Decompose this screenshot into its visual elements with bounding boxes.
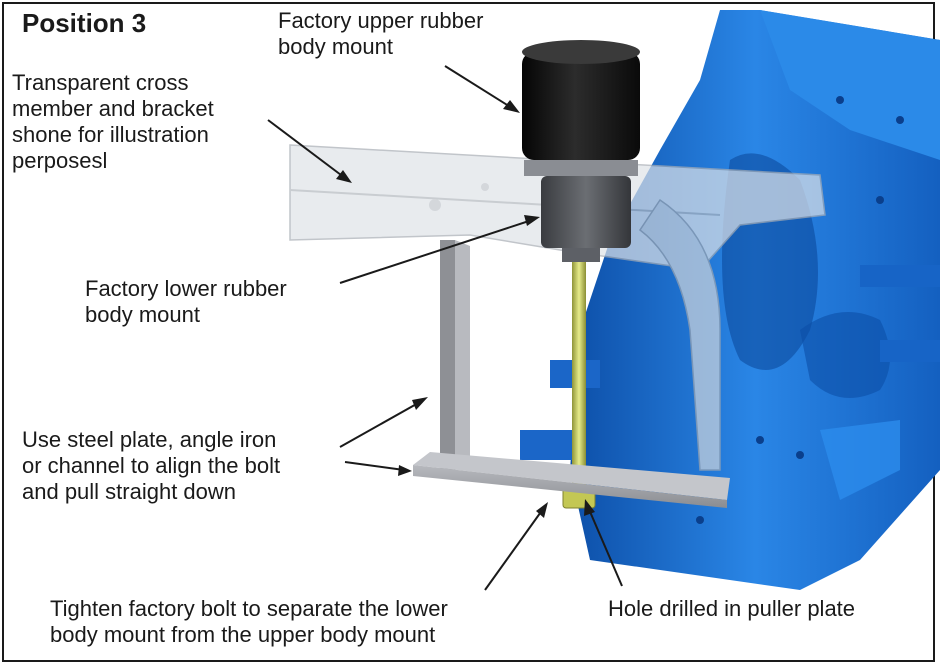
label-tighten-bolt: Tighten factory bolt to separate the low… bbox=[50, 596, 448, 647]
label-lower-mount: Factory lower rubber body mount bbox=[85, 276, 287, 327]
upper-mount bbox=[522, 40, 640, 176]
angle-iron-leg bbox=[440, 240, 470, 470]
steel-plate bbox=[413, 452, 730, 508]
diagram-title: Position 3 bbox=[22, 8, 147, 38]
label-transparent-member: Transparent cross member and bracket sho… bbox=[12, 70, 214, 173]
lower-mount bbox=[541, 176, 631, 262]
label-steel-plate: Use steel plate, angle iron or channel t… bbox=[22, 427, 281, 504]
illustration bbox=[267, 10, 940, 591]
label-hole-drilled: Hole drilled in puller plate bbox=[608, 596, 856, 621]
label-upper-mount: Factory upper rubber body mount bbox=[278, 8, 484, 59]
leader-arrows bbox=[267, 65, 623, 591]
